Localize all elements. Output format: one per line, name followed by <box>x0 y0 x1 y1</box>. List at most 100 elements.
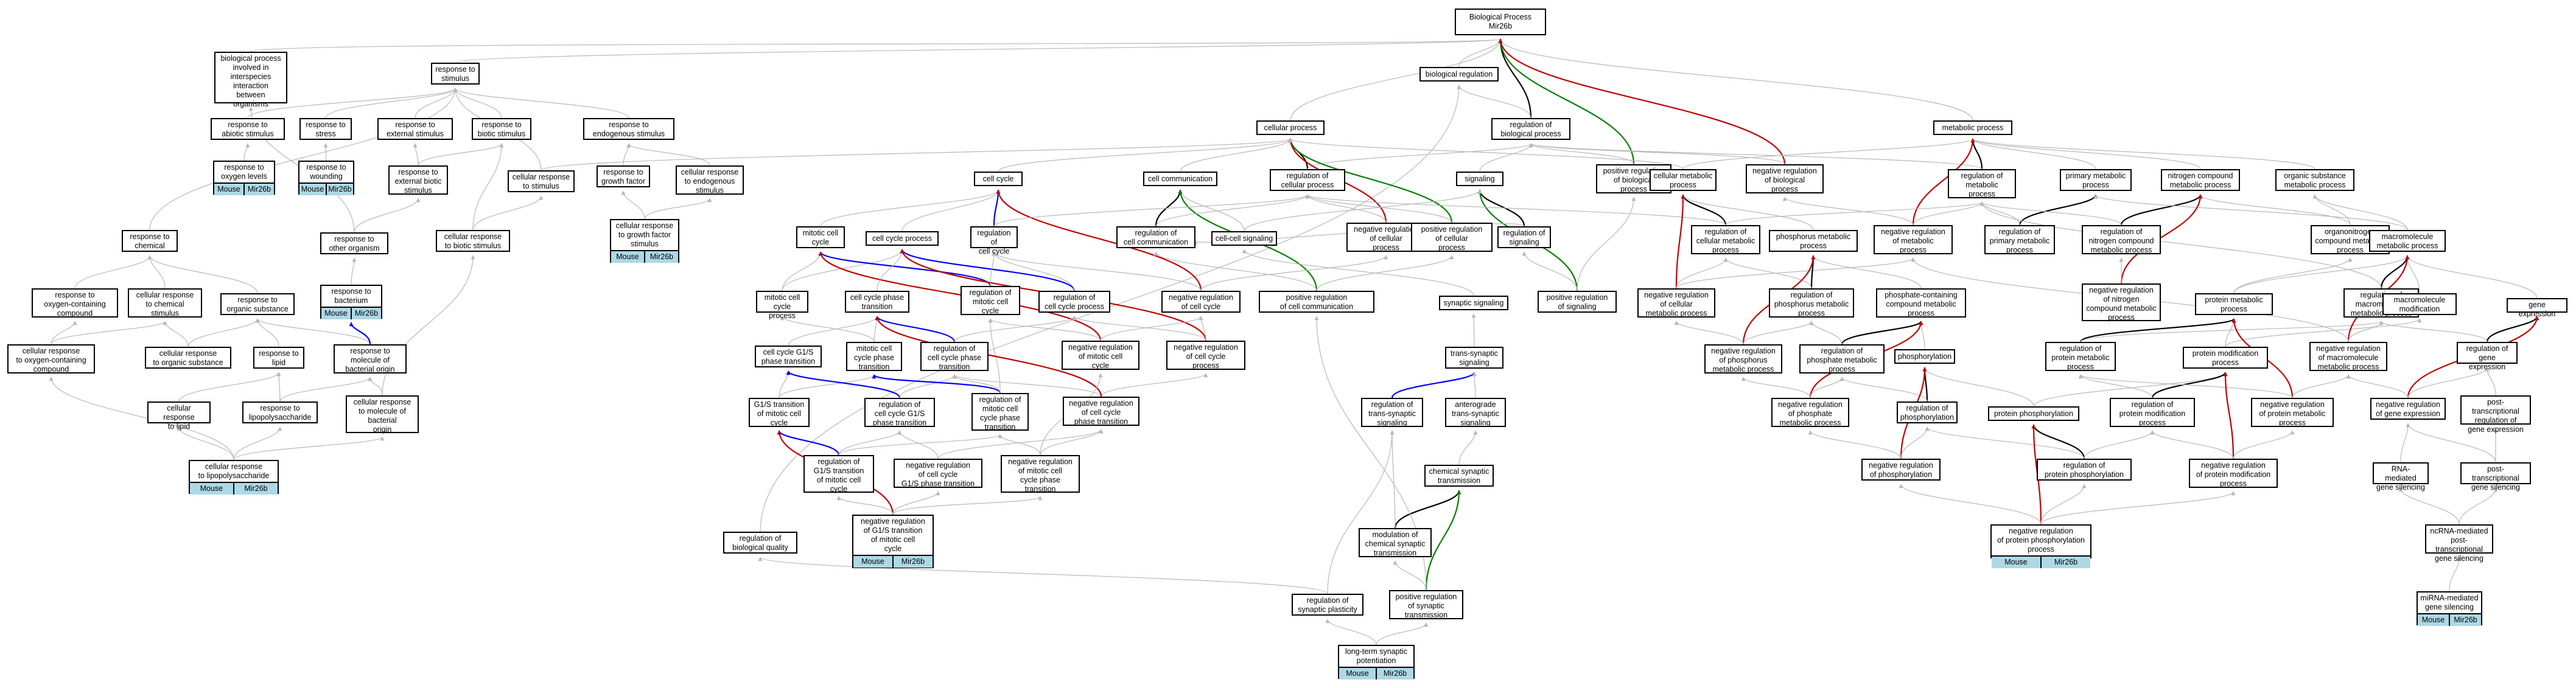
go-term-primary-metab[interactable]: primary metabolic process <box>2060 169 2132 191</box>
go-term-reg-cell-metab[interactable]: regulation of cellular metabolic process <box>1691 225 1760 254</box>
go-term-macromol-mod[interactable]: macromolecule modification <box>2382 293 2457 315</box>
go-term-resp-endo2[interactable]: cellular response to endogenous stimulus <box>676 165 744 195</box>
go-term-reg-mitotic-phase[interactable]: regulation of mitotic cell cycle phase t… <box>971 393 1029 431</box>
go-term-resp-endo[interactable]: response to endogenous stimulus <box>583 118 674 140</box>
go-term-org-sub-metab[interactable]: organic substance metabolic process <box>2275 169 2354 191</box>
go-term-cc-g1s[interactable]: cell cycle G1/S phase transition <box>755 346 822 367</box>
go-term-resp-abiotic[interactable]: response to abiotic stimulus <box>211 118 285 140</box>
go-term-protein-metab[interactable]: protein metabolic process <box>2195 293 2273 315</box>
go-term-neg-reg-g1s-phase[interactable]: negative regulation of cell cycle G1/S p… <box>894 459 982 488</box>
go-term-rna-silencing[interactable]: RNA-mediated gene silencing <box>2373 462 2429 492</box>
go-term-chem-syn[interactable]: chemical synaptic transmission <box>1424 465 1494 487</box>
go-term-neg-reg-mitotic-cc[interactable]: negative regulation of mitotic cell cycl… <box>1062 341 1139 370</box>
go-term-nitrogen-metab[interactable]: nitrogen compound metabolic process <box>2161 169 2240 191</box>
go-term-cell-cell-sig[interactable]: cell-cell signaling <box>1211 231 1277 246</box>
go-term-neg-reg-biol[interactable]: negative regulation of biological proces… <box>1746 164 1824 193</box>
go-term-pos-reg-signaling[interactable]: positive regulation of signaling <box>1538 291 1617 313</box>
go-term-resp-mol-bact[interactable]: response to molecule of bacterial origin <box>334 344 407 374</box>
go-term-reg-cc[interactable]: regulation of cell cycle <box>970 226 1018 255</box>
go-term-resp-biotic[interactable]: response to biotic stimulus <box>472 118 531 140</box>
go-term-neg-reg-protein-phos[interactable]: negative regulation of protein phosphory… <box>1990 524 2091 568</box>
go-term-metabolic[interactable]: metabolic process <box>1933 120 2012 135</box>
go-term-neg-reg-mitotic-phase[interactable]: negative regulation of mitotic cell cycl… <box>1001 455 1080 493</box>
go-term-neg-reg-cc-phase[interactable]: negative regulation of cell cycle phase … <box>1063 397 1139 426</box>
go-term-neg-reg-phosphorylation[interactable]: negative regulation of phosphorylation <box>1861 459 1941 481</box>
go-term-cell-resp-org[interactable]: cellular response to organic substance <box>145 347 231 369</box>
go-term-phosphorus-metab[interactable]: phosphorus metabolic process <box>1769 230 1858 252</box>
go-term-cc-phase-trans[interactable]: cell cycle phase transition <box>845 291 909 313</box>
go-term-reg-mitotic-cc[interactable]: regulation of mitotic cell cycle <box>961 286 1020 315</box>
go-term-pos-reg-cell-comm[interactable]: positive regulation of cell communicatio… <box>1259 291 1374 313</box>
go-term-neg-reg-gene-expr[interactable]: negative regulation of gene expression <box>2370 398 2446 420</box>
go-term-resp-growth[interactable]: response to growth factor <box>597 165 650 187</box>
go-term-pos-reg-syn[interactable]: positive regulation of synaptic transmis… <box>1389 590 1463 619</box>
go-term-resp-org-sub[interactable]: response to organic substance <box>220 293 295 315</box>
go-term-reg-cc-proc[interactable]: regulation of cell cycle process <box>1038 291 1110 313</box>
go-term-g1s-mitotic[interactable]: G1/S transition of mitotic cell cycle <box>749 398 810 427</box>
go-term-protein-mod[interactable]: protein modification process <box>2183 347 2268 369</box>
go-term-neg-reg-cc-proc[interactable]: negative regulation of cell cycle proces… <box>1166 341 1245 370</box>
go-term-resp-ext[interactable]: response to external stimulus <box>377 118 453 140</box>
go-term-mitotic-cc-phase[interactable]: mitotic cell cycle phase transition <box>846 342 902 371</box>
go-term-root[interactable]: Biological Process Mir26b <box>1455 9 1546 35</box>
go-term-post-trans-silencing[interactable]: post-transcriptional gene silencing <box>2460 462 2531 492</box>
go-term-cell-resp-biotic[interactable]: cellular response to biotic stimulus <box>436 230 510 252</box>
go-term-resp-lps[interactable]: response to lipopolysaccharide <box>242 401 318 423</box>
go-term-neg-reg-metab[interactable]: negative regulation of metabolic process <box>1874 225 1953 254</box>
go-term-phosphate-metab[interactable]: phosphate-containing compound metabolic … <box>1876 288 1966 318</box>
go-term-reg-g1s-mitotic[interactable]: regulation of G1/S transition of mitotic… <box>803 455 874 493</box>
go-term-mod-chem-syn[interactable]: modulation of chemical synaptic transmis… <box>1359 528 1432 557</box>
go-term-gene-expr[interactable]: gene expression <box>2507 298 2567 318</box>
go-term-cell-metab[interactable]: cellular metabolic process <box>1650 169 1717 191</box>
go-term-cell-comm[interactable]: cell communication <box>1143 172 1217 186</box>
go-term-reg-cc-g1s[interactable]: regulation of cell cycle G1/S phase tran… <box>864 398 935 427</box>
go-term-neg-reg-cell-metab[interactable]: negative regulation of cellular metaboli… <box>1637 288 1715 318</box>
go-term-neg-reg-cc[interactable]: negative regulation of cell cycle <box>1161 291 1241 313</box>
go-term-reg-cell-comm[interactable]: regulation of cell communication <box>1116 226 1195 248</box>
go-term-antero-syn[interactable]: anterograde trans-synaptic signaling <box>1445 398 1506 427</box>
go-term-reg-phosphorus-metab[interactable]: regulation of phosphorus metabolic proce… <box>1769 288 1854 318</box>
go-term-neg-reg-g1s-mitotic[interactable]: negative regulation of G1/S transition o… <box>852 515 934 568</box>
go-term-reg-cc-phase[interactable]: regulation of cell cycle phase transitio… <box>920 342 989 371</box>
go-term-protein-phos[interactable]: protein phosphorylation <box>1988 406 2079 421</box>
go-term-neg-reg-nitrogen-metab[interactable]: negative regulation of nitrogen compound… <box>2082 283 2161 322</box>
go-term-reg-phosphate-metab[interactable]: regulation of phosphate metabolic proces… <box>1799 344 1885 374</box>
go-term-reg-biol-quality[interactable]: regulation of biological quality <box>723 532 797 554</box>
go-term-mitotic-cc[interactable]: mitotic cell cycle <box>796 226 845 248</box>
go-term-signaling[interactable]: signaling <box>1456 172 1503 186</box>
go-term-resp-lipid[interactable]: response to lipid <box>253 347 304 369</box>
go-term-reg-cell-proc[interactable]: regulation of cellular process <box>1270 169 1345 191</box>
go-term-cc-process[interactable]: cell cycle process <box>866 231 939 246</box>
go-term-reg-phosphorylation[interactable]: regulation of phosphorylation <box>1897 401 1958 423</box>
go-term-neg-reg-protein-mod[interactable]: negative regulation of protein modificat… <box>2189 459 2278 488</box>
go-term-cellular-process[interactable]: cellular process <box>1256 120 1325 135</box>
go-term-synaptic-sig[interactable]: synaptic signaling <box>1439 296 1508 310</box>
go-term-cell-resp-lipid[interactable]: cellular response to lipid <box>147 401 211 431</box>
go-term-reg-biol-proc[interactable]: regulation of biological process <box>1491 118 1570 140</box>
go-term-resp-oxy-cmpd[interactable]: response to oxygen-containing compound <box>32 288 118 318</box>
go-term-reg-primary-metab[interactable]: regulation of primary metabolic process <box>1984 225 2055 254</box>
go-term-cell-resp-stim[interactable]: cellular response to stimulus <box>508 170 575 192</box>
go-term-resp-chem[interactable]: response to chemical <box>122 230 178 252</box>
go-term-reg-trans-syn[interactable]: regulation of trans-synaptic signaling <box>1361 398 1423 427</box>
go-term-resp-ext-biotic[interactable]: response to external biotic stimulus <box>388 165 448 195</box>
go-term-cell-cycle[interactable]: cell cycle <box>974 172 1023 186</box>
go-term-biol-reg[interactable]: biological regulation <box>1419 67 1499 82</box>
go-term-trans-syn-sig[interactable]: trans-synaptic signaling <box>1445 347 1503 369</box>
go-term-reg-nitrogen-metab[interactable]: regulation of nitrogen compound metaboli… <box>2082 225 2161 254</box>
go-term-mitotic-cc-proc[interactable]: mitotic cell cycle process <box>756 291 808 320</box>
go-term-neg-reg-macromol-metab[interactable]: negative regulation of macromolecule met… <box>2309 342 2387 371</box>
go-term-neg-reg-protein-metab[interactable]: negative regulation of protein metabolic… <box>2251 398 2334 427</box>
go-term-pos-reg-cell-proc[interactable]: positive regulation of cellular process <box>1411 223 1493 252</box>
go-term-cell-resp-mol-bact[interactable]: cellular response to molecule of bacteri… <box>346 395 419 434</box>
go-term-interspecies[interactable]: biological process involved in interspec… <box>214 52 287 108</box>
go-term-reg-protein-mod[interactable]: regulation of protein modification proce… <box>2110 398 2195 427</box>
go-term-reg-syn-plast[interactable]: regulation of synaptic plasticity <box>1292 594 1363 616</box>
go-term-ncrna-silencing[interactable]: ncRNA-mediated post-transcriptional gene… <box>2425 524 2493 563</box>
go-term-reg-signaling[interactable]: regulation of signaling <box>1497 226 1551 248</box>
